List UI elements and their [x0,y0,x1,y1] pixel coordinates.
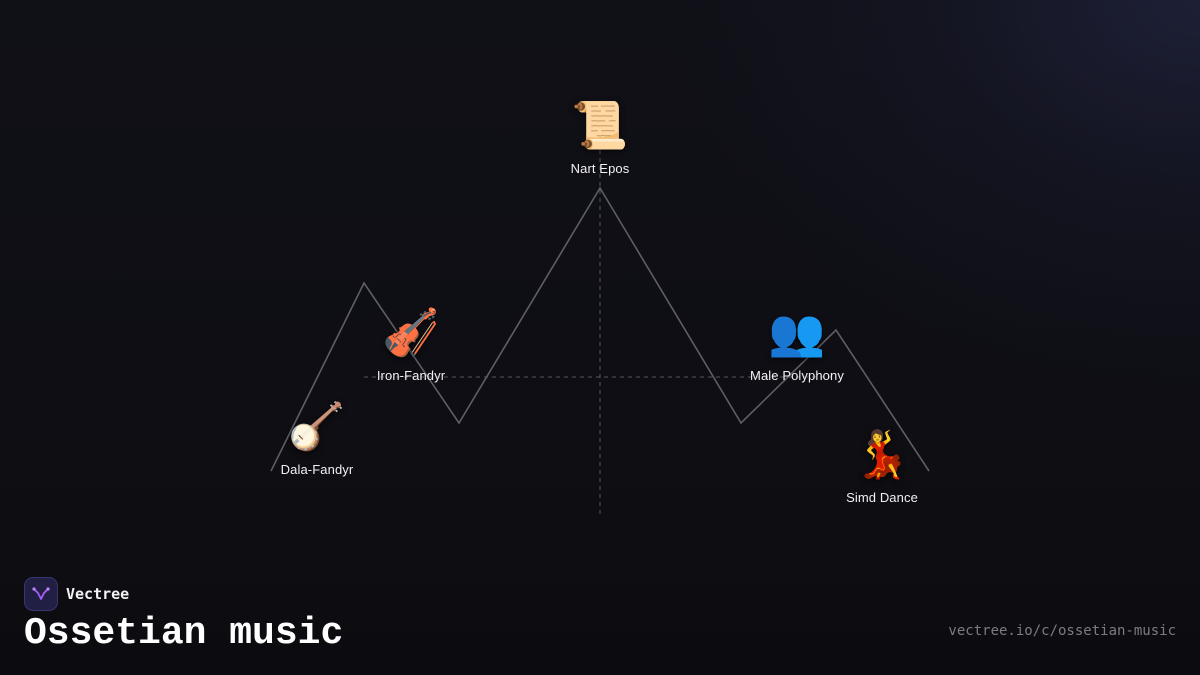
brand-name: Vectree [66,585,130,603]
node-label: Nart Epos [570,161,630,176]
node-simd-dance[interactable]: 💃 Simd Dance [802,426,962,505]
page-url[interactable]: vectree.io/c/ossetian-music [948,623,1176,639]
node-male-polyphony[interactable]: 👥 Male Polyphony [717,304,877,383]
dancer-icon: 💃 [853,427,911,481]
node-label: Male Polyphony [750,368,844,383]
node-label: Iron-Fandyr [376,368,446,383]
page-title: Ossetian music [24,612,344,655]
brand[interactable]: Vectree [24,577,129,611]
node-iron-fandyr[interactable]: 🎻 Iron-Fandyr [331,304,491,383]
node-label: Dala-Fandyr [280,462,354,477]
node-dala-fandyr[interactable]: 🪕 Dala-Fandyr [237,398,397,477]
people-icon: 👥 [768,305,826,359]
node-nart-epos[interactable]: 📜 Nart Epos [520,97,680,176]
violin-icon: 🎻 [382,305,440,359]
scroll-icon: 📜 [571,98,629,152]
banjo-icon: 🪕 [288,399,346,453]
vectree-logo-icon [24,577,58,611]
mountain-ridge-line [270,186,930,472]
vectree-logo-mark [32,587,50,600]
node-label: Simd Dance [846,490,918,505]
